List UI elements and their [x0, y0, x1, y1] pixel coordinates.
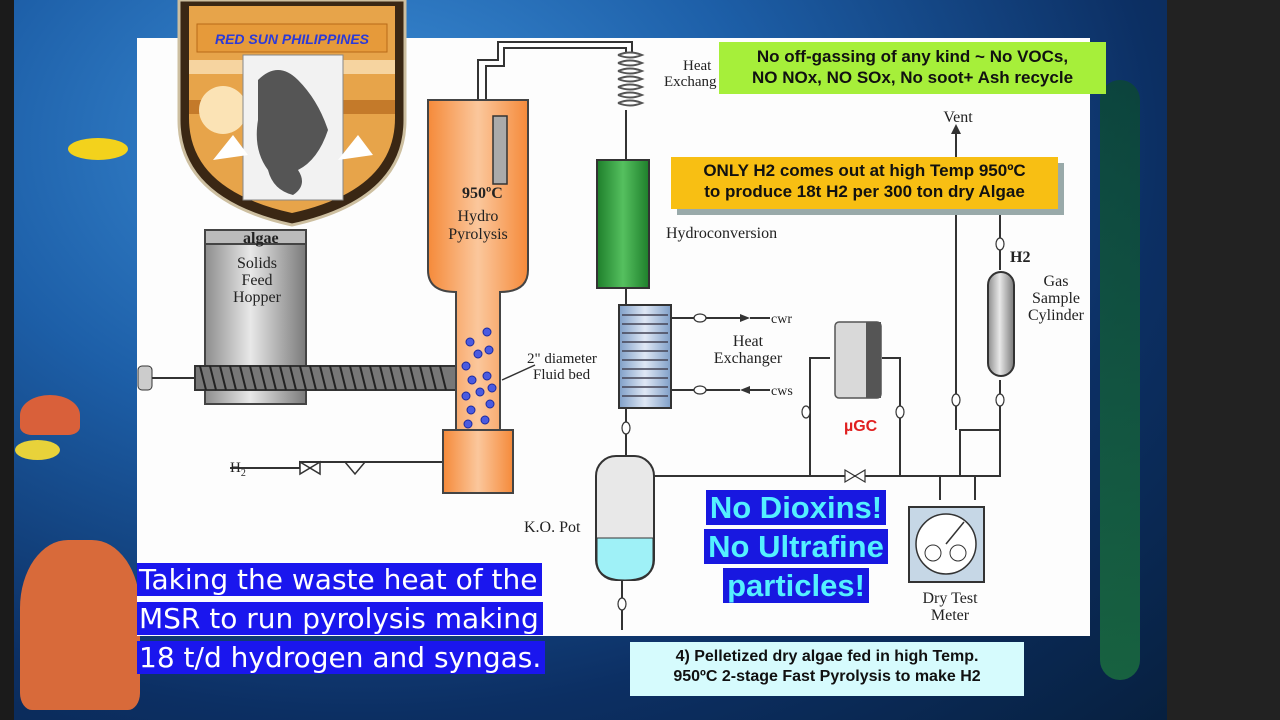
label-gas-sample-1: Gas — [1044, 273, 1069, 290]
heat-exchanger — [618, 304, 672, 409]
label-hydroconversion: Hydroconversion — [666, 225, 777, 242]
fluid-bed-particles — [461, 327, 497, 429]
callout-pelletized: 4) Pelletized dry algae fed in high Temp… — [630, 642, 1024, 696]
heat-exchanger-top-coil — [617, 51, 645, 107]
fish-icon — [68, 138, 128, 160]
label-gas-sample-2: Sample — [1032, 290, 1080, 307]
caption-waste-heat: Taking the waste heat of the MSR to run … — [137, 560, 546, 677]
callout-only-h2-line-1: ONLY H2 comes out at high Temp 950ºC — [703, 161, 1026, 180]
caption-line-1: Taking the waste heat of the — [137, 563, 542, 596]
label-heat-exchanger-top-1: Heat — [683, 58, 712, 74]
callout-no-offgassing-line-2: NO NOx, NO SOx, No soot+ Ash recycle — [751, 68, 1074, 88]
cwr-arrowhead — [740, 314, 750, 322]
fish-icon-2 — [15, 440, 60, 460]
label-hopper-3: Hopper — [233, 289, 282, 306]
label-hopper-2: Feed — [241, 272, 272, 289]
gas-sample-cylinder — [987, 271, 1015, 377]
label-dry-test-meter-2: Meter — [931, 607, 970, 624]
red-sun-logo: RED SUN PHILIPPINES — [177, 0, 407, 227]
callout-no-dioxins: No Dioxins! No Ultrafine particles! — [700, 488, 892, 605]
callout-only-h2-line-2: to produce 18t H2 per 300 ton dry Algae — [704, 182, 1025, 202]
coral-decoration-bottom — [20, 540, 140, 710]
label-fluid-bed-2: Fluid bed — [533, 367, 591, 383]
label-heat-exchanger-1: Heat — [733, 333, 764, 350]
label-algae: algae — [243, 230, 279, 247]
reactor-base — [442, 429, 514, 494]
label-cwr: cwr — [771, 312, 792, 327]
callout-no-dioxins-line-1: No Dioxins! — [705, 490, 887, 525]
h2-inlet-valve — [299, 460, 366, 476]
cws-arrowhead — [740, 386, 750, 394]
label-heat-exchanger-top-2: Exchang — [664, 74, 717, 90]
hydroconversion-reactor — [596, 159, 650, 289]
seaweed-decoration-right — [1100, 80, 1140, 680]
callout-pelletized-line-1: 4) Pelletized dry algae fed in high Temp… — [675, 648, 979, 665]
motor-icon — [137, 365, 153, 391]
logo-brand-text: RED SUN PHILIPPINES — [215, 31, 370, 47]
callout-no-offgassing: No off-gassing of any kind ~ No VOCs, NO… — [719, 42, 1106, 94]
dark-side-margin — [1167, 0, 1280, 720]
label-hopper-1: Solids — [237, 255, 277, 272]
coral-decoration-left — [20, 395, 80, 435]
label-vent: Vent — [943, 109, 973, 126]
callout-no-dioxins-line-3: particles! — [723, 568, 869, 603]
callout-only-h2: ONLY H2 comes out at high Temp 950ºC to … — [671, 157, 1058, 209]
caption-line-2: MSR to run pyrolysis making — [137, 602, 543, 635]
label-gas-sample-3: Cylinder — [1028, 307, 1085, 324]
inline-valves — [617, 237, 1005, 611]
label-temperature: 950ºC — [462, 185, 503, 202]
label-pyrolysis: Pyrolysis — [448, 226, 508, 243]
lion-rampant-crest-icon — [256, 70, 328, 195]
vent-arrowhead — [951, 124, 961, 134]
label-fluid-bed-1: 2" diameter — [527, 351, 597, 367]
label-cws: cws — [771, 384, 793, 399]
label-hydro: Hydro — [458, 208, 499, 225]
label-h2-inlet: H2 — [230, 460, 246, 479]
label-heat-exchanger-2: Exchanger — [714, 350, 783, 367]
label-micro-gc: µGC — [844, 418, 878, 435]
thermowell — [492, 115, 508, 185]
caption-line-3: 18 t/d hydrogen and syngas. — [137, 641, 546, 674]
callout-pelletized-line-2: 950ºC 2-stage Fast Pyrolysis to make H2 — [673, 668, 981, 685]
label-dry-test-meter-1: Dry Test — [922, 590, 978, 607]
callout-no-dioxins-line-2: No Ultrafine — [704, 529, 888, 564]
label-h2: H2 — [1010, 249, 1030, 266]
label-ko-pot: K.O. Pot — [524, 519, 581, 536]
callout-no-offgassing-line-1: No off-gassing of any kind ~ No VOCs, — [756, 47, 1069, 66]
